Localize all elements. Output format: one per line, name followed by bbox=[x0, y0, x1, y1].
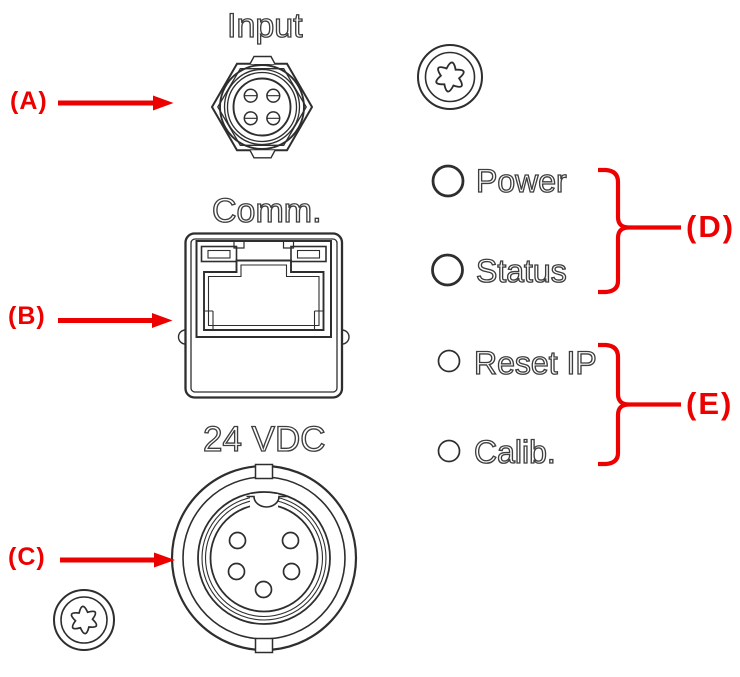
power-keyway-notch bbox=[246, 495, 287, 508]
power-pin-5 bbox=[254, 580, 273, 599]
m12-ring-1 bbox=[219, 64, 305, 150]
comm-connector-label: Comm. bbox=[211, 191, 322, 230]
rj45-frame-inner bbox=[190, 238, 338, 393]
power-pin-4 bbox=[282, 562, 301, 581]
power-connector-label: 24 VDC bbox=[202, 419, 326, 459]
rj45-port-opening bbox=[203, 259, 325, 331]
power-face bbox=[209, 503, 319, 613]
power-ring-4 bbox=[201, 495, 327, 621]
callout-c-label: (C) bbox=[8, 543, 46, 571]
m12-hex-nut-outer bbox=[210, 62, 314, 152]
power-ring-1 bbox=[170, 464, 358, 652]
m12-top-key-tab bbox=[249, 55, 276, 65]
callout-a-label: (A) bbox=[10, 87, 48, 115]
status-led-circle bbox=[431, 253, 464, 287]
rj45-led-window-right bbox=[290, 245, 327, 263]
callout-arrow-a bbox=[58, 95, 174, 111]
power-led-label: Power bbox=[475, 162, 567, 199]
torx-screw-top-icon bbox=[417, 44, 483, 110]
power-led-circle bbox=[431, 164, 465, 198]
m12-hex-nut-inner bbox=[217, 68, 307, 146]
callout-b-label: (B) bbox=[8, 302, 46, 330]
rj45-port-opening-inner bbox=[207, 264, 320, 327]
torx-screw-bottom-icon bbox=[53, 589, 115, 651]
input-connector-label: Input bbox=[226, 6, 303, 45]
status-led-label: Status bbox=[475, 252, 567, 289]
bracket-e bbox=[598, 342, 681, 467]
power-ring-5 bbox=[204, 498, 324, 618]
reset-ip-button-label: Reset IP bbox=[473, 344, 597, 381]
rj45-led-window-left bbox=[200, 245, 238, 263]
power-top-tab bbox=[254, 463, 274, 480]
m12-ring-2 bbox=[223, 68, 301, 146]
power-pin-2 bbox=[281, 531, 300, 550]
calib-button-label: Calib. bbox=[473, 433, 556, 470]
power-pin-1 bbox=[228, 531, 247, 550]
m12-face bbox=[232, 77, 292, 137]
rj45-corner-steps bbox=[204, 310, 324, 330]
rj45-frame-outer bbox=[184, 232, 344, 399]
power-connector-drawing bbox=[170, 463, 358, 654]
reset-ip-button-circle bbox=[437, 349, 461, 373]
m12-bottom-key-tab bbox=[249, 149, 276, 159]
callout-e-label: (E) bbox=[686, 386, 734, 421]
comm-connector-drawing bbox=[177, 232, 350, 399]
callout-arrow-c bbox=[60, 552, 175, 568]
bracket-d bbox=[598, 167, 681, 295]
callout-arrow-b bbox=[58, 313, 173, 328]
power-ring-3 bbox=[197, 491, 331, 625]
power-bottom-tab bbox=[254, 637, 274, 654]
calib-button-circle bbox=[437, 439, 461, 463]
rj45-port-outline bbox=[195, 240, 332, 338]
input-connector-drawing bbox=[210, 55, 314, 159]
m12-pins bbox=[243, 88, 281, 126]
rj45-top-tabs bbox=[233, 241, 295, 249]
callout-d-label: (D) bbox=[686, 209, 736, 244]
rj45-side-notches bbox=[177, 329, 350, 345]
power-pins bbox=[227, 531, 301, 599]
power-pin-3 bbox=[227, 562, 246, 581]
m12-ring-3 bbox=[226, 71, 298, 143]
